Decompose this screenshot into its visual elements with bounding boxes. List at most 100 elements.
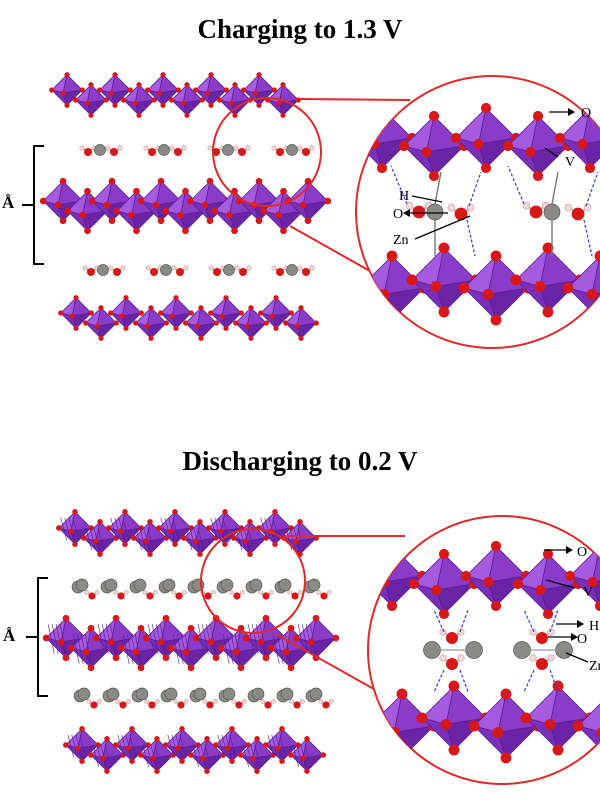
zinc-ion	[106, 687, 120, 701]
label-vanadium: V	[565, 155, 575, 170]
vanadium-oxide-layer-2	[39, 177, 332, 235]
zinc-ion	[280, 687, 294, 701]
discharging-title: Discharging to 0.2 V	[182, 446, 418, 476]
charging-panel: Charging to 1.3 V Å O V H O	[2, 14, 600, 349]
water-molecule	[143, 145, 161, 156]
vo6-octahedron	[58, 295, 94, 331]
water-molecule	[287, 590, 303, 600]
water-molecule	[316, 590, 332, 600]
vo6-octahedron	[206, 509, 244, 547]
bracket	[22, 145, 44, 265]
water-molecule	[258, 590, 274, 600]
vo6-octahedron	[398, 110, 470, 182]
atom-labels: O V H O Zn	[393, 106, 591, 248]
label-zinc: Zn	[589, 659, 600, 674]
zoom-circle	[367, 515, 600, 785]
zinc-ion	[222, 144, 234, 156]
water-molecule	[86, 699, 102, 709]
vanadium-oxide-layer-3	[63, 726, 326, 774]
zinc-ion	[309, 687, 323, 701]
vo6-octahedron	[158, 295, 194, 331]
label-hydrogen: H	[589, 619, 599, 634]
zinc-ion	[164, 687, 178, 701]
vo6-octahedron	[256, 509, 294, 547]
vo6-octahedron	[113, 726, 151, 764]
water-molecule	[207, 145, 225, 156]
vo6-octahedron	[56, 509, 94, 547]
water-molecule	[522, 201, 550, 219]
vo6-octahedron	[233, 305, 269, 341]
water-molecule	[229, 590, 245, 600]
zinc-ion	[94, 144, 106, 156]
vanadium-oxide-layer-1	[49, 72, 301, 118]
vo6-octahedron	[512, 548, 584, 620]
water-molecule	[82, 265, 100, 276]
zinc-ion	[513, 641, 531, 659]
zinc-ion	[97, 264, 109, 276]
vanadium-oxide-layer-1	[56, 509, 319, 557]
water-molecule	[200, 590, 216, 600]
vo6-octahedron	[263, 726, 301, 764]
water-molecule	[289, 699, 305, 709]
highlight-circle	[212, 97, 322, 207]
vo6-octahedron	[208, 295, 244, 331]
water-molecule	[115, 699, 131, 709]
water-molecule	[529, 628, 555, 644]
vo6-octahedron	[241, 72, 277, 108]
vo6-octahedron	[408, 548, 480, 620]
vo6-octahedron	[283, 305, 319, 341]
vo6-octahedron	[97, 72, 133, 108]
zinc-ion	[135, 687, 149, 701]
interlayer-row-1	[71, 578, 332, 600]
discharging-structure-diagram: O V H O Zn	[26, 509, 600, 785]
water-molecule	[145, 265, 163, 276]
water-molecule	[171, 265, 189, 276]
water-molecule	[144, 699, 160, 709]
water-molecule	[105, 145, 123, 156]
vo6-octahedron	[181, 519, 219, 557]
water-molecule	[297, 265, 315, 276]
charging-title: Charging to 1.3 V	[197, 14, 403, 44]
water-molecule	[208, 265, 226, 276]
interlayer-row-2	[73, 687, 334, 709]
water-molecule	[447, 203, 475, 221]
zinc-ion	[286, 264, 298, 276]
water-molecule	[173, 699, 189, 709]
vo6-octahedron	[131, 519, 169, 557]
water-molecule	[318, 699, 334, 709]
zinc-ion	[158, 144, 170, 156]
zinc-ion	[278, 578, 292, 592]
interlayer-spacing-label: Å	[2, 193, 15, 212]
water-molecule	[271, 265, 289, 276]
water-molecule	[231, 699, 247, 709]
vo6-octahedron	[133, 305, 169, 341]
water-molecule	[271, 145, 289, 156]
interlayer-row-1	[79, 144, 315, 156]
water-molecule	[529, 654, 555, 670]
zinc-ion	[104, 578, 118, 592]
vo6-octahedron	[73, 82, 109, 118]
atom-labels: O V H O Zn	[544, 545, 600, 674]
vo6-octahedron	[188, 736, 226, 774]
vanadium-oxide-layer-2	[42, 614, 340, 672]
water-molecule	[564, 203, 592, 221]
vo6-octahedron	[156, 509, 194, 547]
vo6-octahedron	[83, 305, 119, 341]
water-molecule	[439, 654, 465, 670]
zinc-ion	[465, 641, 483, 659]
label-water-oxygen: O	[577, 632, 587, 647]
zinc-ion	[220, 578, 234, 592]
zinc-ion	[160, 264, 172, 276]
vo6-octahedron	[64, 187, 111, 235]
vo6-octahedron	[460, 540, 532, 612]
vo6-octahedron	[238, 736, 276, 774]
vo6-octahedron	[564, 540, 600, 612]
zinc-ion	[162, 578, 176, 592]
water-molecule	[439, 628, 465, 644]
zinc-ion	[426, 203, 444, 221]
zinc-ion	[251, 687, 265, 701]
zinc-ion	[423, 641, 441, 659]
vo6-octahedron	[217, 624, 265, 672]
vo6-octahedron	[88, 736, 126, 774]
water-molecule	[234, 265, 252, 276]
